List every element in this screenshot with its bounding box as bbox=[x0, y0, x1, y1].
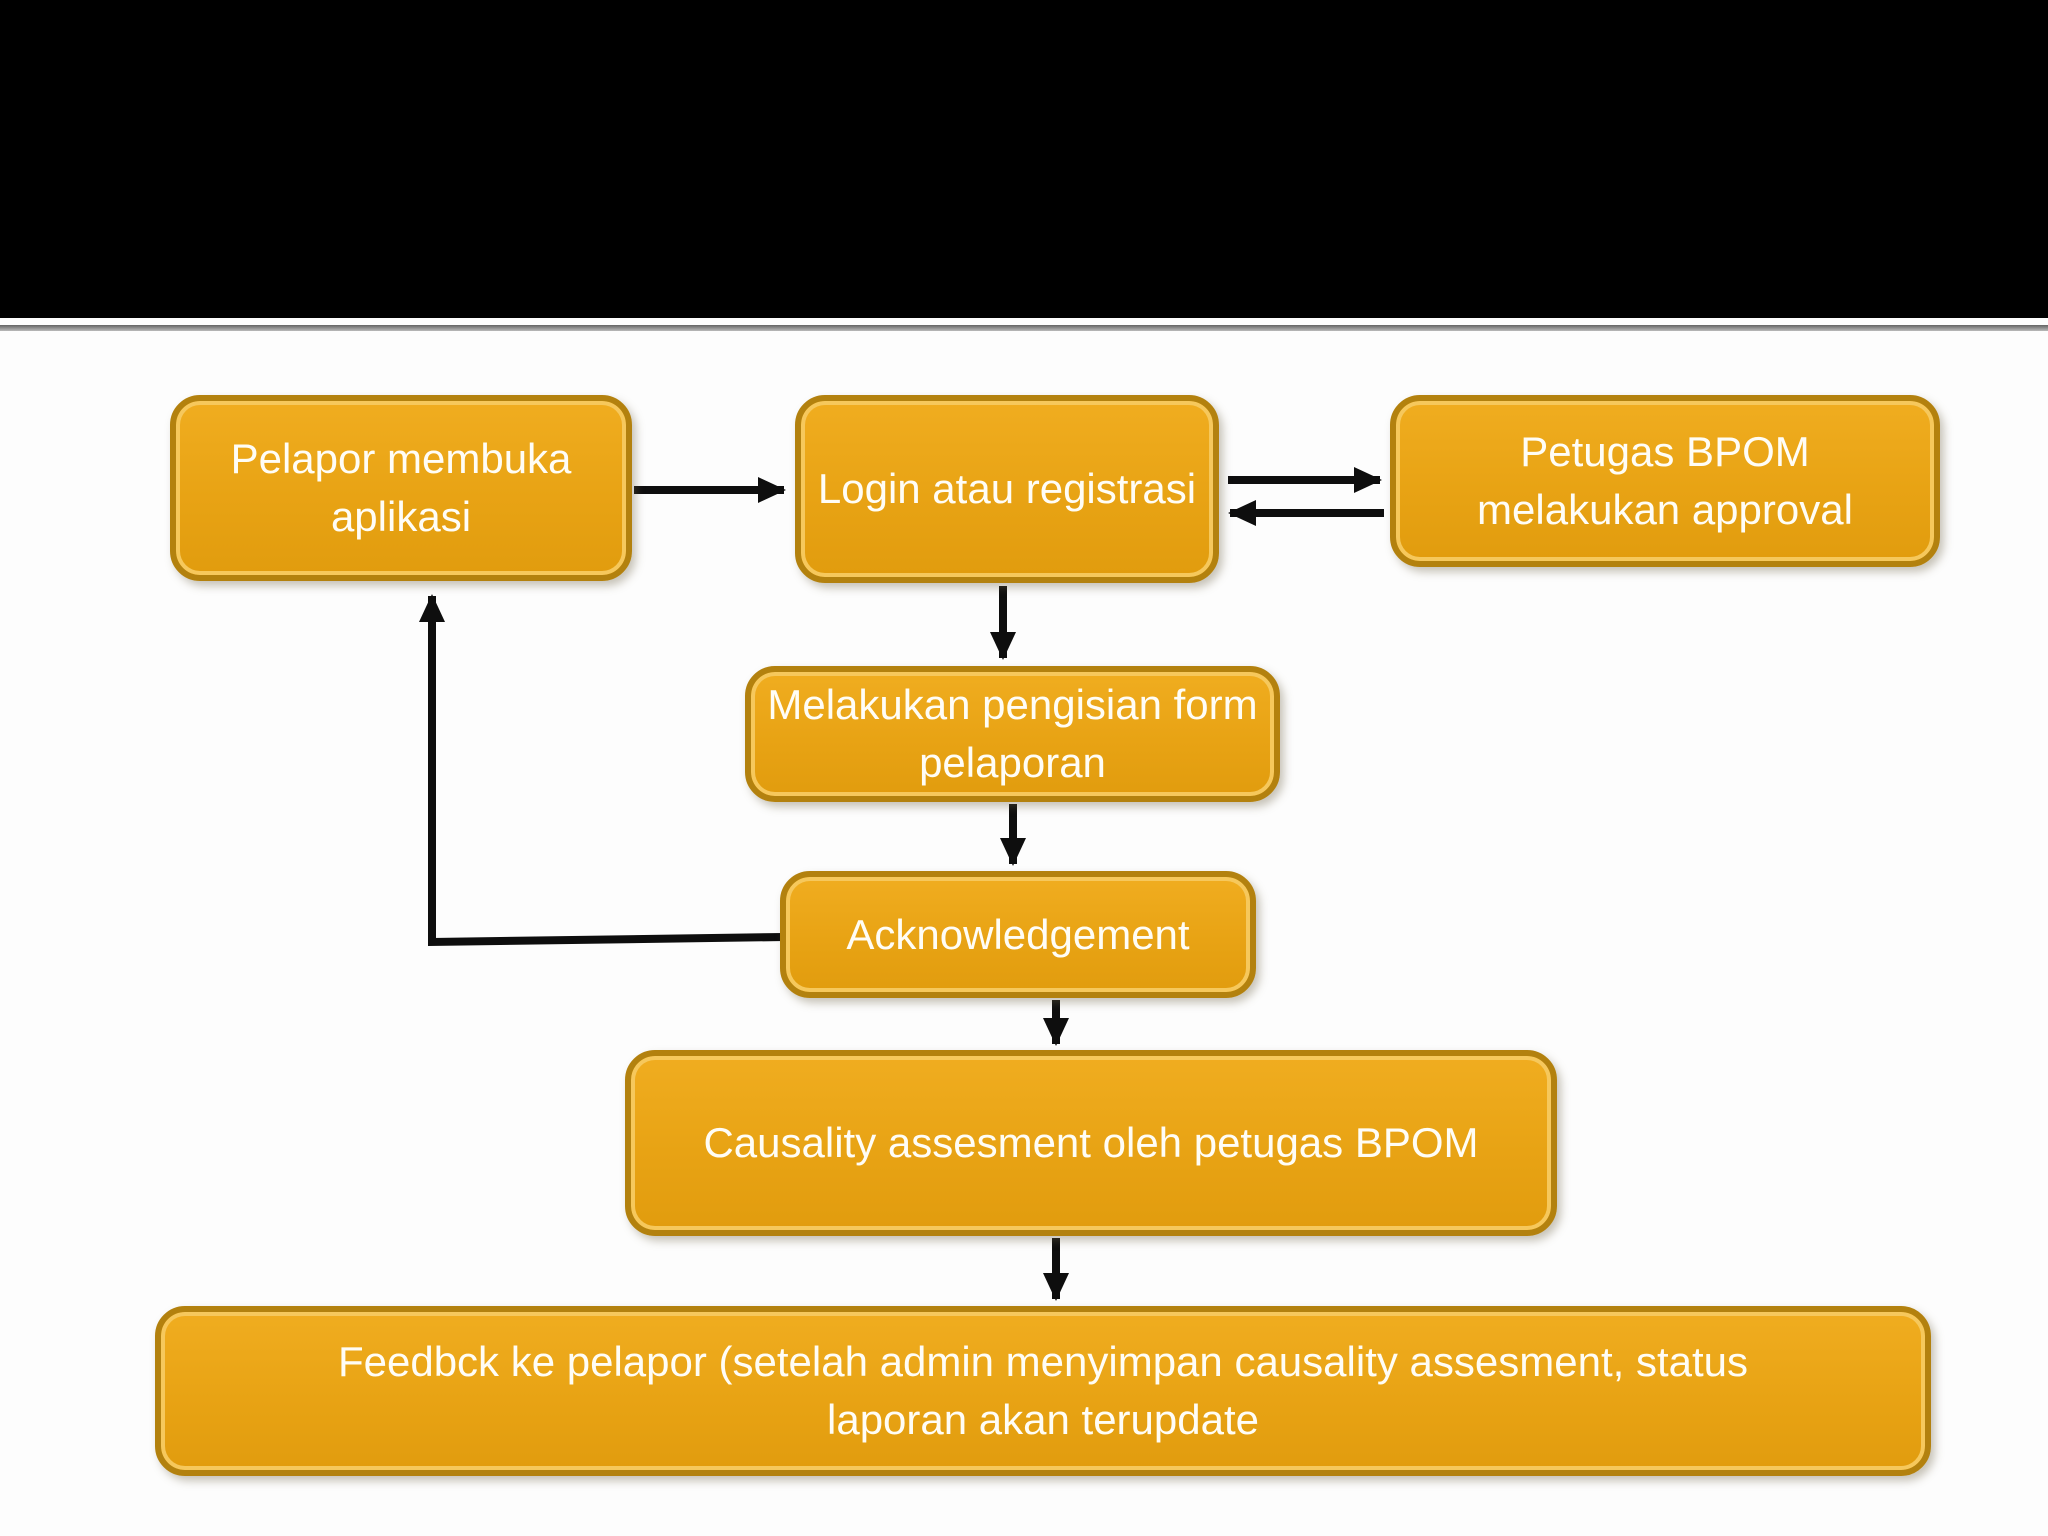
flow-node-login: Login atau registrasi bbox=[795, 395, 1219, 583]
flow-node-feedback-label: Feedbck ke pelapor (setelah admin menyim… bbox=[337, 1338, 1749, 1443]
flow-node-fill-form-label: Melakukan pengisian form pelaporan bbox=[767, 681, 1258, 786]
flow-node-feedback: Feedbck ke pelapor (setelah admin menyim… bbox=[155, 1306, 1931, 1476]
header-black-band bbox=[0, 0, 2048, 318]
flow-node-causality: Causality assesment oleh petugas BPOM bbox=[625, 1050, 1557, 1236]
flow-node-open-app-label: Pelapor membuka aplikasi bbox=[230, 435, 572, 540]
header-divider-line bbox=[0, 325, 2048, 331]
flow-node-acknowledgement-label: Acknowledgement bbox=[846, 910, 1190, 958]
flow-node-causality-label: Causality assesment oleh petugas BPOM bbox=[703, 1119, 1479, 1167]
flow-node-login-label: Login atau registrasi bbox=[817, 465, 1197, 513]
flow-node-fill-form: Melakukan pengisian form pelaporan bbox=[745, 666, 1280, 802]
flow-node-acknowledgement: Acknowledgement bbox=[780, 871, 1256, 998]
edge-acknowledgement-to-open-app bbox=[419, 594, 785, 947]
flow-node-approval-label: Petugas BPOM melakukan approval bbox=[1477, 428, 1853, 533]
flow-node-open-app: Pelapor membuka aplikasi bbox=[170, 395, 632, 581]
flow-node-approval: Petugas BPOM melakukan approval bbox=[1390, 395, 1940, 567]
